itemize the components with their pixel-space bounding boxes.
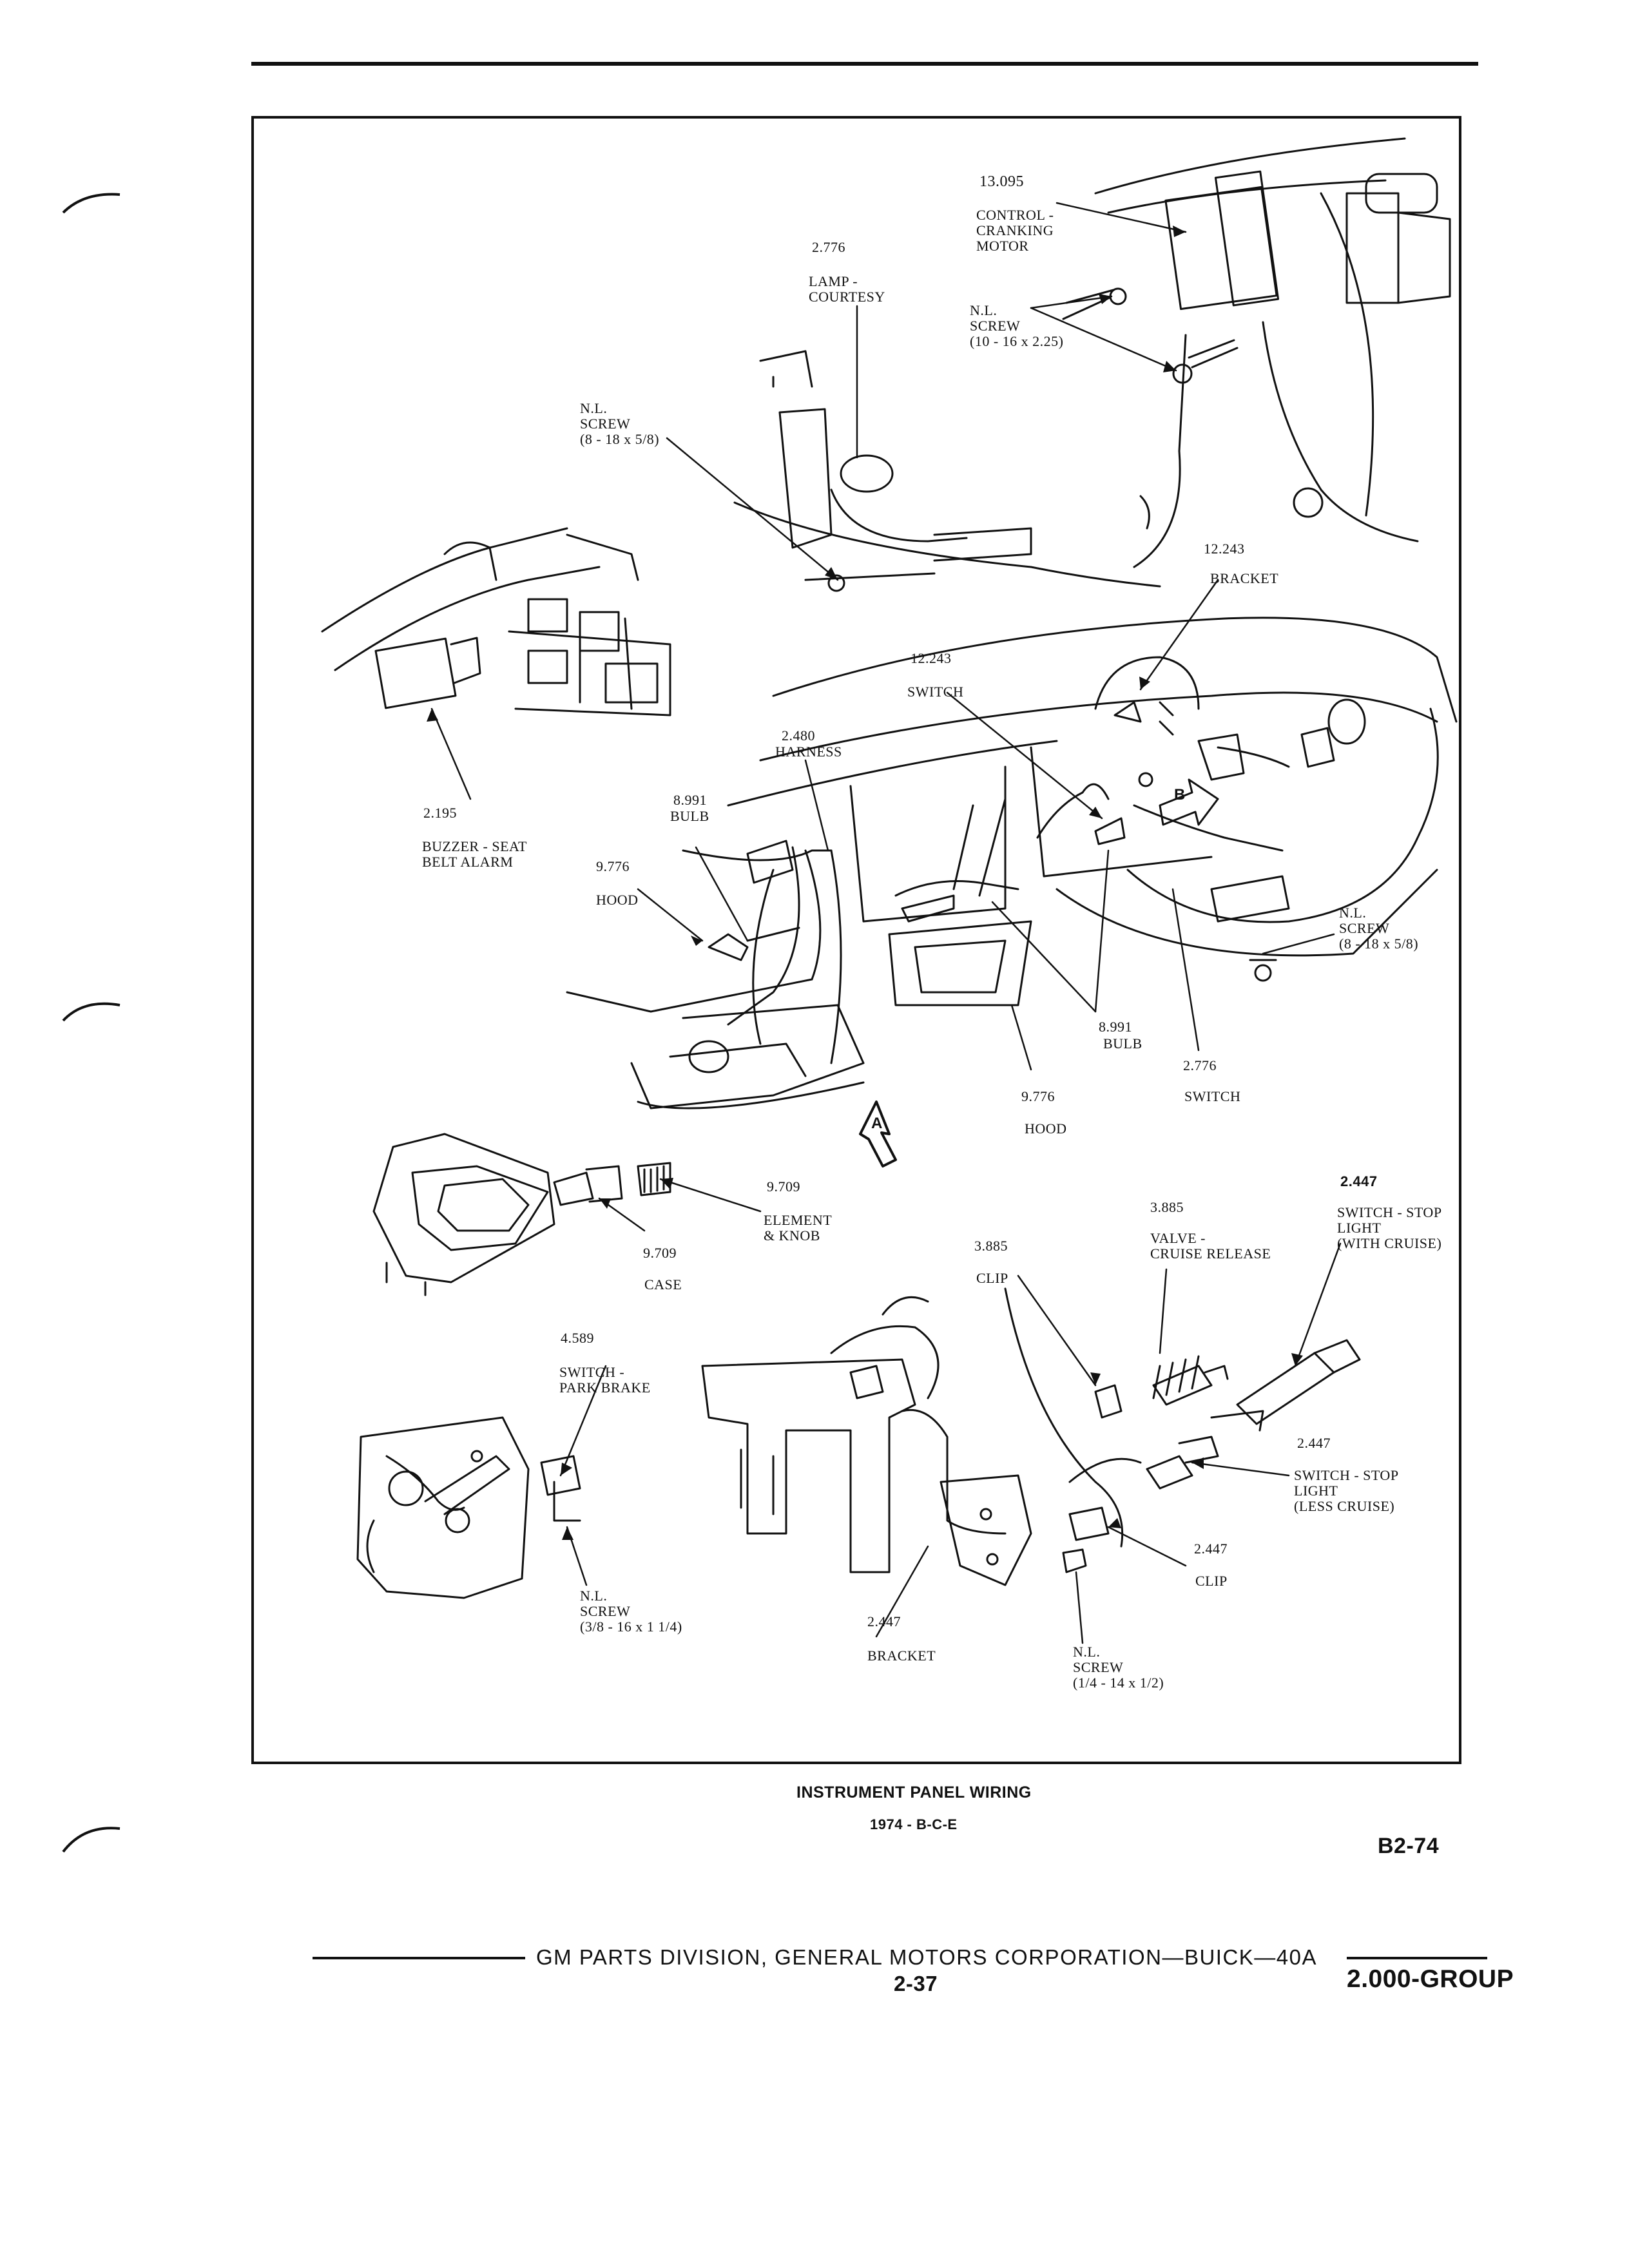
callout-text-element-knob: ELEMENT & KNOB — [764, 1212, 833, 1244]
callout-num-hood-right: 9.776 — [1021, 1088, 1055, 1104]
callout-screw-3-8: N.L. SCREW (3/8 - 16 x 1 1/4) — [580, 1588, 682, 1635]
callout-num-bulb-left: 8.991 — [673, 792, 707, 808]
callout-text-buzzer: BUZZER - SEAT BELT ALARM — [422, 838, 527, 870]
callout-leader-lines — [430, 202, 1342, 1644]
callout-text-harness: HARNESS — [775, 744, 842, 760]
callout-num-case: 9.709 — [643, 1245, 677, 1261]
callout-num-harness: 2.480 — [782, 727, 815, 744]
callout-num-hood-left: 9.776 — [596, 858, 630, 874]
instrument-panel-drawing — [566, 617, 1458, 1110]
callout-text-bulb-left: BULB — [670, 808, 709, 824]
callout-text-bracket-2-447: BRACKET — [867, 1648, 936, 1664]
callout-text-hood-right: HOOD — [1025, 1120, 1067, 1137]
callout-num-bracket-2-447: 2.447 — [867, 1613, 901, 1629]
marker-a: A — [871, 1115, 883, 1132]
callout-text-switch-2-776: SWITCH — [1184, 1088, 1241, 1104]
view-b-arrow-marker — [1159, 778, 1219, 826]
cranking-motor-control-drawing — [1062, 137, 1451, 568]
callout-screw-1-4: N.L. SCREW (1/4 - 14 x 1/2) — [1073, 1644, 1164, 1691]
callout-num-switch-park: 4.589 — [561, 1330, 594, 1346]
callout-num-clip-2-447: 2.447 — [1194, 1541, 1228, 1557]
callout-text-switch-stop-less: SWITCH - STOP LIGHT (LESS CRUISE) — [1294, 1467, 1399, 1514]
park-brake-drawing — [356, 1416, 581, 1599]
callout-screw-8-18-right: N.L. SCREW (8 - 18 x 5/8) — [1339, 905, 1419, 952]
callout-text-switch-12-243: SWITCH — [907, 684, 964, 700]
callout-text-valve-cruise: VALVE - CRUISE RELEASE — [1150, 1230, 1271, 1262]
footer-group: 2.000-GROUP — [1347, 1965, 1514, 1993]
callout-num-switch-12-243: 12.243 — [911, 650, 952, 666]
callout-num-valve-cruise: 3.885 — [1150, 1199, 1184, 1215]
callout-text-control-cranking: CONTROL - CRANKING MOTOR — [976, 207, 1054, 254]
footer-rule-left — [313, 1957, 525, 1959]
top-rule — [251, 62, 1478, 66]
callout-num-buzzer: 2.195 — [423, 805, 457, 821]
binder-hole-mark-2 — [62, 1002, 120, 1022]
courtesy-lamp-drawing — [733, 350, 1161, 592]
caption-subtitle: 1974 - B-C-E — [870, 1816, 958, 1832]
callout-text-switch-stop-cruise: SWITCH - STOP LIGHT (WITH CRUISE) — [1337, 1204, 1442, 1251]
callout-num-lamp-courtesy: 2.776 — [812, 239, 845, 255]
callout-num-bulb-right: 8.991 — [1099, 1019, 1132, 1035]
footer-publisher: GM PARTS DIVISION, GENERAL MOTORS CORPOR… — [536, 1945, 1318, 1969]
callout-num-clip-3-885: 3.885 — [974, 1238, 1008, 1254]
footer-rule-right — [1347, 1957, 1487, 1959]
marker-b: B — [1174, 786, 1186, 803]
binder-hole-mark-1 — [62, 193, 120, 214]
callout-screw-8-18-top: N.L. SCREW (8 - 18 x 5/8) — [580, 400, 660, 447]
callout-num-bracket-12-243: 12.243 — [1204, 541, 1245, 557]
callout-text-bulb-right: BULB — [1103, 1035, 1142, 1052]
callout-text-clip-2-447: CLIP — [1195, 1573, 1228, 1589]
caption-title: INSTRUMENT PANEL WIRING — [796, 1783, 1032, 1802]
seat-belt-buzzer-drawing — [321, 527, 671, 716]
callout-screw-10-16: N.L. SCREW (10 - 16 x 2.25) — [970, 302, 1064, 349]
callout-text-clip-3-885: CLIP — [976, 1270, 1008, 1286]
diagram-frame — [251, 116, 1461, 1764]
callout-text-bracket-12-243: BRACKET — [1210, 570, 1279, 586]
view-a-arrow-marker — [859, 1100, 897, 1168]
callout-num-control-cranking: 13.095 — [979, 173, 1024, 190]
callout-num-switch-stop-cruise: 2.447 — [1340, 1173, 1378, 1189]
callout-num-switch-stop-less: 2.447 — [1297, 1435, 1331, 1451]
stop-light-bracket-drawing — [701, 1287, 1361, 1586]
callout-num-element-knob: 9.709 — [767, 1178, 800, 1195]
callout-text-lamp-courtesy: LAMP - COURTESY — [809, 273, 885, 305]
page-code: B2-74 — [1378, 1834, 1440, 1858]
callout-text-case: CASE — [644, 1276, 682, 1293]
footer-page-number: 2-37 — [894, 1972, 938, 1995]
callout-num-switch-2-776: 2.776 — [1183, 1057, 1217, 1073]
callout-text-switch-park: SWITCH - PARK BRAKE — [559, 1364, 651, 1396]
binder-hole-mark-3 — [62, 1827, 120, 1853]
callout-text-hood-left: HOOD — [596, 892, 639, 908]
cigar-lighter-drawing — [372, 1133, 671, 1296]
